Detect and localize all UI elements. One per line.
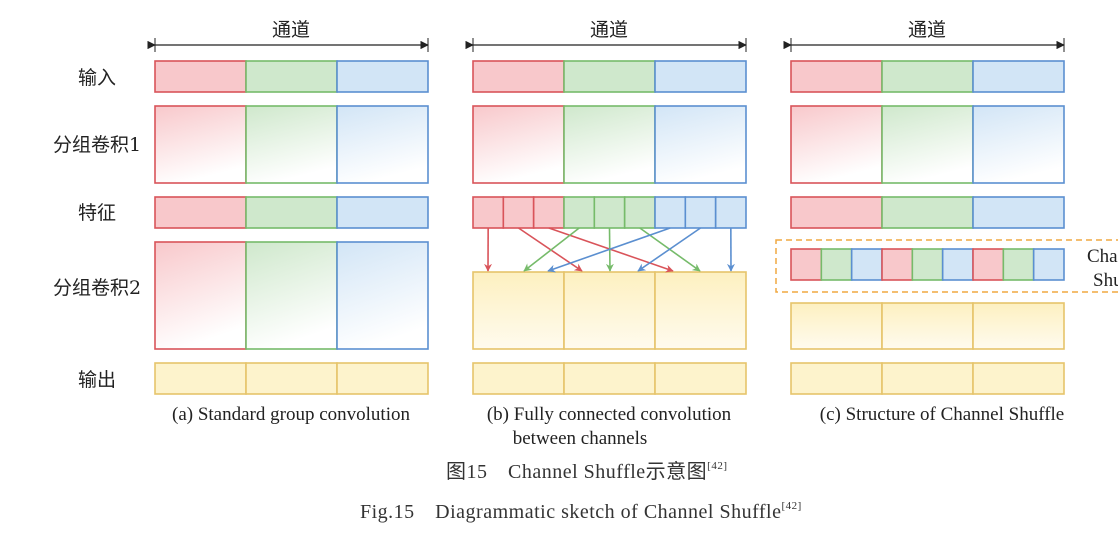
shuffle-label-line2: Shuffle <box>1093 270 1118 291</box>
caption-b-line2: between channels <box>513 428 648 449</box>
shuffled-channel-cell <box>1002 248 1035 281</box>
output-block-cell <box>472 362 565 395</box>
group-conv2-block-cell <box>154 241 247 350</box>
feature-subchannel-cell <box>714 196 747 229</box>
shuffled-channel-cell <box>790 248 823 281</box>
group-conv1-block-cell <box>654 105 747 184</box>
connection-arrow <box>523 227 580 272</box>
output-block-cell <box>972 362 1065 395</box>
caption-b-line1: (b) Fully connected convolution <box>487 404 732 425</box>
group-conv2-block-cell <box>245 241 338 350</box>
output-block-cell <box>563 362 656 395</box>
feature-block-cell <box>154 196 247 229</box>
connection-arrow <box>637 227 701 272</box>
feature-subchannel-cell <box>593 196 626 229</box>
input-block-cell <box>790 60 883 93</box>
feature-subchannel-cell <box>563 196 596 229</box>
feature-subchannel-cell <box>532 196 565 229</box>
group-conv2-block-cell <box>563 271 656 350</box>
input-block-cell <box>563 60 656 93</box>
group-conv2-block-cell <box>472 271 565 350</box>
group-conv2-block-cell <box>336 241 429 350</box>
channel-label-b: 通道 <box>590 19 628 41</box>
caption-a: (a) Standard group convolution <box>172 404 410 425</box>
group-conv2-block-cell <box>881 302 974 350</box>
shuffled-channel-cell <box>881 248 914 281</box>
input-block-cell <box>154 60 247 93</box>
figure-caption-cn: 图15 Channel Shuffle示意图[42] <box>446 460 728 483</box>
connection-arrow <box>547 227 671 273</box>
group-conv2-block-cell <box>790 302 883 350</box>
group-conv1-block-cell <box>154 105 247 184</box>
input-block-cell <box>881 60 974 93</box>
figure-caption-en: Fig.15 Diagrammatic sketch of Channel Sh… <box>360 500 802 523</box>
feature-subchannel-cell <box>472 196 505 229</box>
output-block-cell <box>881 362 974 395</box>
row-label-group-conv-1: 分组卷积1 <box>53 134 141 156</box>
feature-block-cell <box>972 196 1065 229</box>
group-conv1-block-cell <box>790 105 883 184</box>
input-block-cell <box>336 60 429 93</box>
output-block-cell <box>336 362 429 395</box>
feature-block-cell <box>790 196 883 229</box>
shuffled-channel-cell <box>1032 248 1065 281</box>
row-label-feature: 特征 <box>78 202 116 224</box>
row-label-output: 输出 <box>78 369 116 391</box>
channel-label-a: 通道 <box>272 19 310 41</box>
group-conv1-block-cell <box>972 105 1065 184</box>
output-block-cell <box>245 362 338 395</box>
shuffle-label-line1: Channel <box>1087 246 1118 267</box>
feature-subchannel-cell <box>654 196 687 229</box>
group-conv2-block-cell <box>654 271 747 350</box>
channel-label-c: 通道 <box>908 19 946 41</box>
feature-block-cell <box>336 196 429 229</box>
shuffled-channel-cell <box>820 248 853 281</box>
caption-c: (c) Structure of Channel Shuffle <box>820 404 1064 425</box>
input-block-cell <box>472 60 565 93</box>
feature-block-cell <box>245 196 338 229</box>
input-block-cell <box>654 60 747 93</box>
group-conv1-block-cell <box>563 105 656 184</box>
group-conv1-block-cell <box>881 105 974 184</box>
feature-subchannel-cell <box>684 196 717 229</box>
group-conv1-block-cell <box>336 105 429 184</box>
shuffled-channel-cell <box>972 248 1005 281</box>
row-label-group-conv-2: 分组卷积2 <box>53 277 141 299</box>
feature-block-cell <box>881 196 974 229</box>
group-conv2-block-cell <box>972 302 1065 350</box>
input-block-cell <box>972 60 1065 93</box>
feature-subchannel-cell <box>623 196 656 229</box>
shuffled-channel-cell <box>850 248 883 281</box>
group-conv1-block-cell <box>472 105 565 184</box>
group-conv1-block-cell <box>245 105 338 184</box>
output-block-cell <box>154 362 247 395</box>
input-block-cell <box>245 60 338 93</box>
feature-subchannel-cell <box>502 196 535 229</box>
row-label-input: 输入 <box>78 67 116 89</box>
shuffle-dashed-box <box>775 239 1118 293</box>
output-block-cell <box>790 362 883 395</box>
shuffled-channel-cell <box>911 248 944 281</box>
connection-arrow <box>518 227 583 272</box>
shuffled-channel-cell <box>941 248 974 281</box>
output-block-cell <box>654 362 747 395</box>
